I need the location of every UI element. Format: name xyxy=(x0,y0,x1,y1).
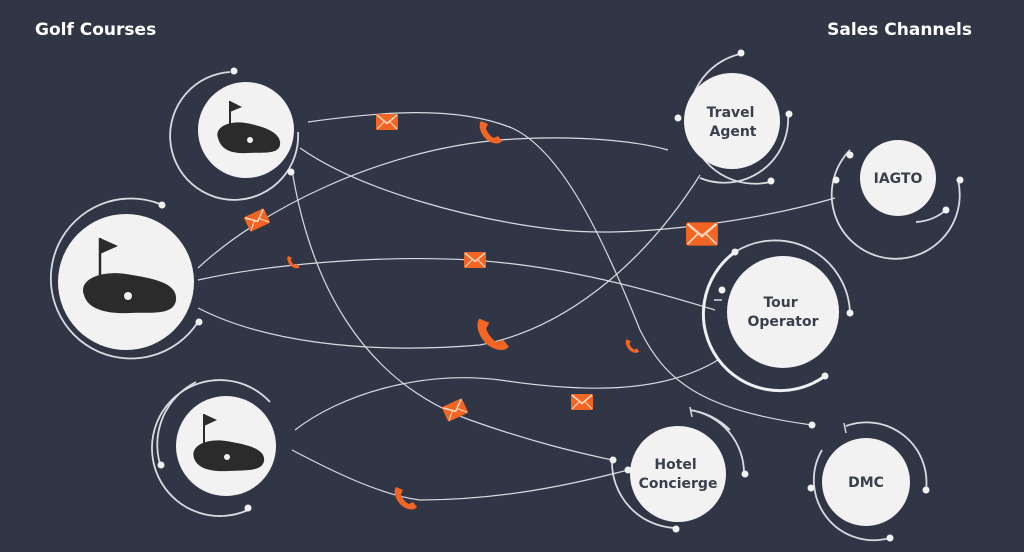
golf-courses-heading: Golf Courses xyxy=(35,20,157,40)
connection-line xyxy=(291,169,613,461)
phone-icon xyxy=(394,487,417,510)
envelope-icon xyxy=(375,113,399,131)
connection-line xyxy=(307,112,813,426)
golf-green-icon xyxy=(193,414,265,472)
connection-line xyxy=(299,147,836,233)
envelope-icon xyxy=(684,221,720,247)
channel-label: IAGTO xyxy=(874,171,923,187)
connection-line xyxy=(197,258,716,311)
envelope-icon xyxy=(463,251,487,269)
golf-green-icon xyxy=(217,101,281,154)
channel-iagto[interactable]: IAGTO xyxy=(830,140,964,260)
connection-line xyxy=(197,174,701,349)
channel-dmc[interactable]: DMC xyxy=(807,421,930,542)
phone-icon xyxy=(287,255,300,269)
sales-channels-heading: Sales Channels xyxy=(827,20,972,40)
channel-travel-agent[interactable]: Travel Agent xyxy=(674,49,793,185)
channel-hotel-concierge[interactable]: Hotel Concierge xyxy=(609,406,749,533)
envelope-icon xyxy=(242,207,272,233)
envelope-icon xyxy=(570,393,594,411)
golf-course-node[interactable] xyxy=(49,197,203,360)
channel-tour-operator[interactable]: Tour Operator xyxy=(701,239,854,393)
connection-line xyxy=(294,359,719,431)
golf-green-icon xyxy=(83,238,177,314)
phone-icon xyxy=(479,121,502,144)
connection-line xyxy=(291,449,629,501)
golf-course-node[interactable] xyxy=(151,379,276,517)
golf-course-node[interactable] xyxy=(169,67,299,201)
channel-label: Travel Agent xyxy=(707,105,760,140)
channel-label: Hotel Concierge xyxy=(639,457,718,492)
connection-lines xyxy=(197,112,836,501)
phone-icon xyxy=(477,318,509,351)
channel-label: DMC xyxy=(848,475,884,491)
phone-icon xyxy=(625,339,640,353)
channel-label: Tour Operator xyxy=(748,295,819,330)
